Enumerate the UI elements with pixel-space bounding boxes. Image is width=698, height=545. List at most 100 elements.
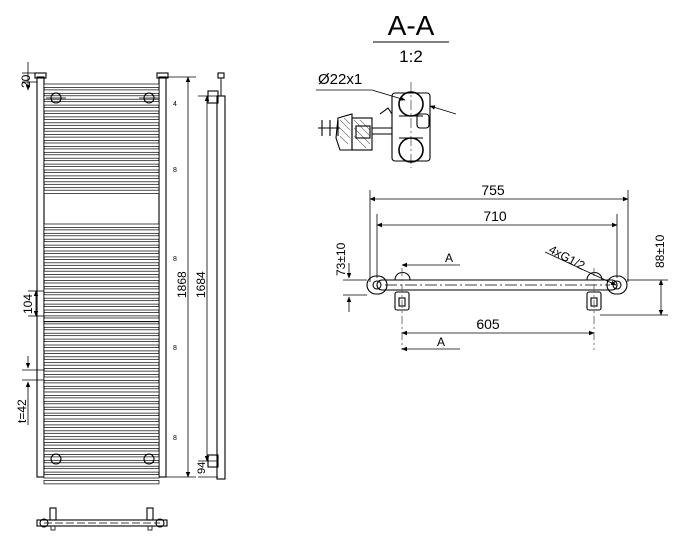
left-collector — [36, 76, 45, 478]
dim-overall-width: 755 — [481, 182, 505, 198]
heating-tube — [43, 432, 160, 438]
right-valve-connection — [586, 268, 603, 350]
radiator-side-view — [207, 72, 226, 480]
heating-tube — [43, 438, 160, 443]
heating-tube — [43, 382, 160, 387]
radiator-top-bar — [376, 279, 618, 291]
tube-marker: 8 — [173, 167, 177, 174]
heating-tube — [43, 456, 160, 461]
left-end-bracket — [366, 275, 388, 295]
heating-tube — [43, 409, 160, 414]
heating-tube — [43, 421, 160, 426]
heating-tube — [43, 370, 160, 375]
section-title: A-A — [388, 10, 435, 41]
thread-label: 4xG1/2 — [547, 242, 588, 273]
heating-tube — [43, 300, 160, 305]
dim-tube-pitch: t=42 — [15, 399, 29, 423]
heating-tube — [43, 142, 160, 147]
heating-tube — [43, 124, 160, 130]
heating-tube — [43, 312, 160, 317]
dim-top-offset: 20 — [19, 74, 33, 88]
tube-marker: 8 — [173, 345, 177, 352]
heating-tube — [43, 136, 160, 141]
heating-tube — [43, 154, 160, 159]
heating-tube — [43, 130, 160, 135]
section-title-block: A-A 1:2 — [373, 10, 449, 66]
heating-tube — [43, 83, 160, 88]
heating-tube — [43, 113, 160, 118]
heating-tube — [43, 148, 160, 153]
top-mount-brackets — [46, 92, 159, 104]
heating-tube — [43, 294, 160, 299]
heating-tube — [43, 468, 160, 473]
heating-tube — [43, 276, 160, 281]
heating-tube — [43, 229, 160, 234]
heating-tube — [43, 391, 160, 396]
heating-tube — [43, 119, 160, 124]
dim-bracket-width: 710 — [483, 208, 507, 224]
heating-tube — [43, 397, 160, 402]
dim-connection-height: 1684 — [194, 271, 208, 298]
radiator-front-view: 4 8 8 8 8 20 104 t=42 1868 1684 94 — [15, 62, 218, 485]
heating-tube — [43, 172, 160, 177]
section-detail: Ø22x1 — [316, 71, 457, 168]
section-mark-bottom: A — [437, 335, 445, 349]
heating-tube — [43, 364, 160, 369]
section-scale: 1:2 — [399, 47, 423, 66]
tube-marker: 8 — [173, 435, 177, 442]
heating-tube — [43, 450, 160, 455]
heating-tube — [43, 335, 160, 340]
heating-tube — [43, 462, 160, 467]
dim-right-height: 88±10 — [653, 234, 667, 268]
heating-tube — [43, 178, 160, 183]
heating-tube — [43, 288, 160, 293]
dim-left-height: 73±10 — [334, 242, 348, 276]
heating-tube — [43, 107, 160, 112]
heating-tube — [43, 347, 160, 352]
right-collector — [158, 76, 167, 478]
heating-tube — [43, 329, 160, 334]
heating-tube — [43, 160, 160, 165]
dim-gap: 104 — [21, 294, 35, 314]
heating-tube — [43, 415, 160, 420]
heating-tube — [43, 95, 160, 100]
radiator-top-view: 755 710 60 — [334, 182, 668, 352]
heating-tube — [43, 89, 160, 94]
tube-marker: 8 — [173, 256, 177, 263]
heating-tube — [43, 253, 160, 258]
heating-tube — [43, 282, 160, 287]
dim-total-height: 1868 — [175, 271, 189, 298]
heating-tube — [43, 353, 160, 358]
radiator-bottom-view — [36, 507, 168, 531]
heating-tube — [43, 223, 160, 228]
heating-tube — [43, 427, 160, 432]
heating-tube — [43, 444, 160, 449]
heating-tube — [43, 323, 160, 328]
heating-tube — [43, 101, 160, 106]
dim-bottom-offset: 94 — [196, 462, 208, 474]
heating-tube — [43, 480, 160, 485]
heating-tube — [43, 474, 160, 479]
pipe-diameter-label: Ø22x1 — [318, 71, 362, 88]
bottom-mount-brackets — [50, 453, 155, 465]
heating-tube — [43, 264, 160, 270]
heating-tube — [43, 376, 160, 381]
heating-tube — [43, 183, 160, 189]
tube-marker: 4 — [173, 101, 177, 108]
heating-tube — [43, 341, 160, 346]
heating-tube — [43, 166, 160, 171]
dim-connection-width: 605 — [476, 316, 500, 332]
heating-tube — [43, 270, 160, 275]
heating-tube — [43, 189, 160, 194]
section-mark-top: A — [445, 251, 453, 265]
heating-tube — [43, 241, 160, 246]
heating-tube — [43, 317, 160, 322]
heating-tube — [43, 358, 160, 364]
heating-tube — [43, 403, 160, 408]
heating-tube — [43, 259, 160, 264]
heating-tube — [43, 235, 160, 240]
left-valve-connection — [394, 268, 411, 350]
heating-tube — [43, 247, 160, 252]
wall-bracket — [318, 107, 393, 151]
